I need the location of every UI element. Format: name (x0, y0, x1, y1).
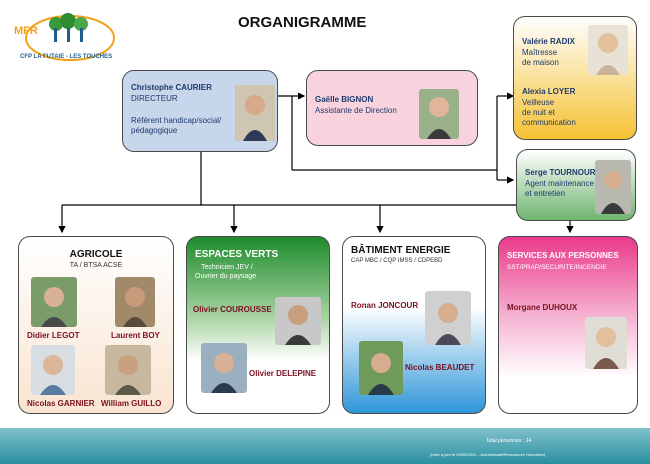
espaces-title: ESPACES VERTS (195, 249, 279, 260)
footer-update: (mise à jour le 06/09/2022 – Administrat… (430, 452, 546, 457)
avatar (595, 160, 631, 214)
avatar (115, 277, 155, 327)
dept-espaces-box: ESPACES VERTS Technicien JEV / Ouvrier d… (186, 236, 330, 414)
logo-tagline: CFP LA FUTAIE - LES TOUCHES (20, 54, 113, 60)
services-subtitle: SST/PRAP/SECURITE/INCENDIE (507, 264, 607, 271)
espaces-member-2: Olivier DELEPINE (249, 369, 317, 378)
dept-batiment-box: BÂTIMENT ENERGIE CAP MBC / CQP IMSS / CD… (342, 236, 486, 414)
avatar (425, 291, 471, 345)
house-p2-role-1: Veilleuse (522, 98, 555, 107)
footer-band (0, 428, 650, 464)
batiment-member-1: Ronan JONCOUR (351, 301, 419, 310)
dept-services-box: SERVICES AUX PERSONNES SST/PRAP/SECURITE… (498, 236, 638, 414)
house-p2-role-2: de nuit et (522, 108, 555, 117)
services-member-1: Morgane DUHOUX (507, 303, 578, 312)
avatar (235, 85, 275, 141)
agricole-title: AGRICOLE (69, 249, 123, 260)
agricole-member-3: Nicolas GARNIER (27, 399, 95, 408)
house-p1-role-1: Maîtresse (522, 48, 558, 57)
agricole-member-2: Laurent BOY (111, 331, 160, 340)
espaces-sub-2: Ouvrier du paysage (195, 273, 257, 280)
avatar (419, 89, 459, 139)
director-role: DIRECTEUR (131, 94, 178, 103)
agricole-subtitle: TA / BTSA ACSE (69, 262, 123, 269)
director-name: Christophe CAURIER (131, 83, 212, 92)
assistant-box: Gaëlle BIGNON Assistante de Direction (306, 70, 478, 146)
avatar (588, 25, 628, 75)
avatar (585, 317, 627, 369)
logo-tree-icon (25, 13, 115, 61)
house-p2-role-3: communication (522, 118, 576, 127)
house-staff-box: Valérie RADIX Maîtresse de maison Alexia… (513, 16, 637, 140)
avatar (275, 297, 321, 345)
agricole-member-4: William GUILLO (101, 399, 162, 408)
agricole-member-1: Didier LEGOT (27, 331, 80, 340)
avatar (359, 341, 403, 395)
espaces-sub-1: Technicien JEV / (201, 264, 253, 271)
house-p1-role-2: de maison (522, 58, 559, 67)
house-p2-name: Alexia LOYER (522, 87, 576, 96)
page-title: ORGANIGRAMME (238, 14, 367, 31)
avatar (105, 345, 151, 395)
footer-total: Total personnes : 14 (486, 438, 532, 444)
logo: MFR CFP LA FUTAIE - LES TOUCHES (8, 8, 120, 66)
batiment-subtitle: CAP MBC / CQP IMSS / CDPEBD (351, 258, 443, 264)
avatar (31, 345, 75, 395)
batiment-title: BÂTIMENT ENERGIE (351, 245, 451, 256)
logo-brand: MFR (14, 25, 38, 37)
director-note: Référent handicap/social/ pédagogique (131, 116, 222, 135)
services-title: SERVICES AUX PERSONNES (507, 251, 619, 260)
maintenance-role-1: Agent maintenance (525, 179, 594, 188)
espaces-member-1: Olivier COUROUSSE (193, 305, 272, 314)
dept-agricole-box: AGRICOLE TA / BTSA ACSE Didier LEGOT Lau… (18, 236, 174, 414)
assistant-role: Assistante de Direction (315, 106, 397, 115)
director-box: Christophe CAURIER DIRECTEUR Référent ha… (122, 70, 278, 152)
maintenance-box: Serge TOURNOUR Agent maintenance et entr… (516, 149, 636, 221)
batiment-member-2: Nicolas BEAUDET (405, 363, 475, 372)
assistant-name: Gaëlle BIGNON (315, 95, 374, 104)
house-p1-name: Valérie RADIX (522, 37, 575, 46)
avatar (31, 277, 77, 327)
avatar (201, 343, 247, 393)
maintenance-role-2: et entretien (525, 189, 566, 198)
maintenance-name: Serge TOURNOUR (525, 168, 596, 177)
